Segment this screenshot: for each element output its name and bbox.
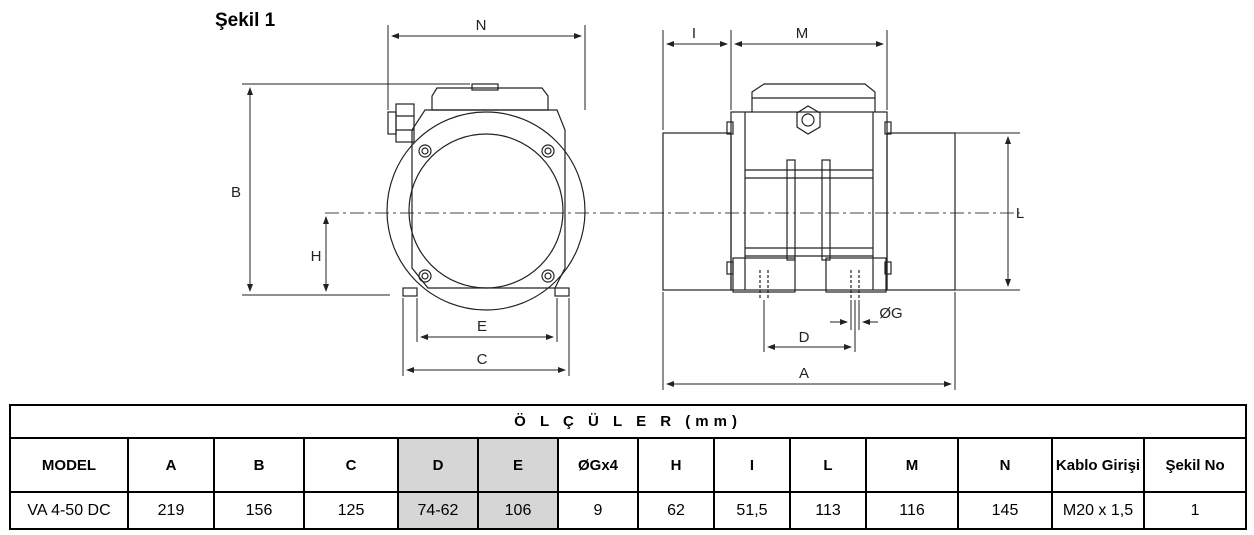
- dim-C: [402, 298, 570, 376]
- dim-D: [763, 300, 856, 352]
- dim-L: [955, 132, 1020, 291]
- table-header-row: MODEL A B C D E ØGx4 H I L M N Kablo Gir…: [9, 437, 1248, 493]
- header-a: A: [127, 437, 215, 493]
- figure-title: Şekil 1: [215, 10, 276, 31]
- dim-N: [387, 25, 586, 110]
- header-i: I: [713, 437, 791, 493]
- label-C: C: [477, 351, 488, 368]
- label-G: ØG: [879, 305, 902, 322]
- end-view: [386, 83, 586, 311]
- dim-A: [662, 292, 956, 390]
- dimensions-table: Ö L Ç Ü L E R (mm) MODEL A B C D E ØGx4 …: [8, 404, 1248, 530]
- label-E: E: [477, 318, 487, 335]
- cell-l: 113: [789, 491, 867, 530]
- cell-a: 219: [127, 491, 215, 530]
- header-b: B: [213, 437, 305, 493]
- dim-B: [242, 83, 470, 296]
- cell-model: VA 4-50 DC: [9, 491, 129, 530]
- label-N: N: [476, 17, 487, 34]
- cell-d: 74-62: [397, 491, 479, 530]
- cell-e: 106: [477, 491, 559, 530]
- table-title-row: Ö L Ç Ü L E R (mm): [8, 404, 1248, 439]
- label-H: H: [311, 248, 322, 265]
- cell-b: 156: [213, 491, 305, 530]
- header-e: E: [477, 437, 559, 493]
- header-g: ØGx4: [557, 437, 639, 493]
- side-view: [662, 83, 956, 298]
- cell-i: 51,5: [713, 491, 791, 530]
- cell-g: 9: [557, 491, 639, 530]
- header-d: D: [397, 437, 479, 493]
- cell-m: 116: [865, 491, 959, 530]
- header-sekil: Şekil No: [1142, 437, 1248, 493]
- header-kablo: Kablo Girişi: [1051, 437, 1145, 493]
- dim-E: [416, 298, 558, 342]
- cell-sekil: 1: [1142, 491, 1248, 530]
- header-l: L: [789, 437, 867, 493]
- label-M: M: [796, 25, 809, 42]
- dim-I-M: [662, 30, 888, 130]
- header-n: N: [957, 437, 1053, 493]
- dim-G: [830, 300, 878, 330]
- header-h: H: [637, 437, 715, 493]
- label-L: L: [1016, 205, 1024, 222]
- label-D: D: [799, 329, 810, 346]
- cell-kablo: M20 x 1,5: [1051, 491, 1145, 530]
- cell-c: 125: [303, 491, 399, 530]
- header-model: MODEL: [9, 437, 129, 493]
- header-m: M: [865, 437, 959, 493]
- label-I: I: [692, 25, 696, 42]
- table-title: Ö L Ç Ü L E R (mm): [8, 404, 1248, 439]
- table-row: VA 4-50 DC 219 156 125 74-62 106 9 62 51…: [9, 491, 1248, 530]
- technical-drawing: N B H E C: [231, 17, 1024, 390]
- label-A: A: [799, 365, 809, 382]
- cell-h: 62: [637, 491, 715, 530]
- cell-n: 145: [957, 491, 1053, 530]
- header-c: C: [303, 437, 399, 493]
- label-B: B: [231, 184, 241, 201]
